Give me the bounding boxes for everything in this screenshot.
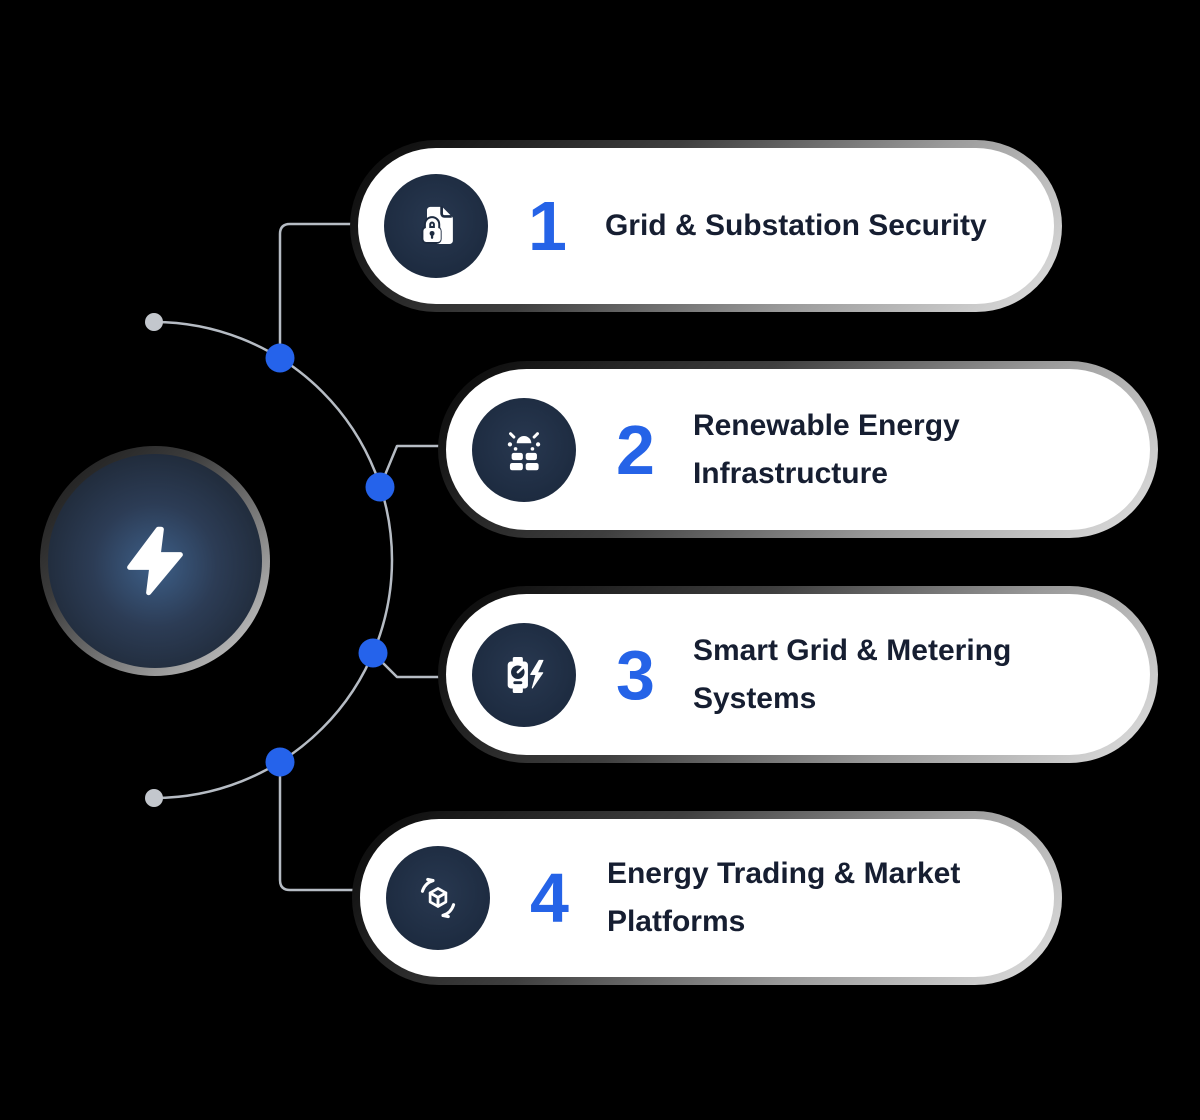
- node-dot-3: [358, 638, 388, 668]
- item-title: Grid & Substation Security: [604, 209, 987, 242]
- connector-line-4: [278, 762, 354, 892]
- node-dot-2: [365, 472, 395, 502]
- orbit-arc: [153, 320, 394, 800]
- item-number: 1: [528, 187, 567, 265]
- item-card-4-face: 4 Energy Trading & Market Platforms: [360, 819, 1054, 977]
- arc-endpoint-dot-top: [145, 313, 163, 331]
- item-number: 3: [616, 635, 655, 714]
- arc-endpoint-dot-bottom: [145, 789, 163, 807]
- item-2-icon-badge: [472, 397, 576, 502]
- connector-line-2: [378, 444, 440, 488]
- item-title: Energy Trading & Market Platforms: [606, 857, 961, 938]
- solar-panel-icon: [507, 431, 541, 470]
- center-node-face: [48, 454, 262, 668]
- center-node: [40, 446, 270, 676]
- item-number: 2: [616, 410, 655, 489]
- item-1-icon-badge: [384, 174, 488, 278]
- smart-meter-icon: [507, 656, 544, 693]
- item-card-2-face: 2 Renewable Energy Infrastructure: [446, 369, 1150, 530]
- item-card-3-face: 3 Smart Grid & Metering Systems: [446, 594, 1150, 755]
- node-dot-4: [265, 747, 295, 777]
- item-title: Smart Grid & Metering Systems: [692, 633, 1012, 715]
- item-card-3: 3 Smart Grid & Metering Systems: [438, 586, 1158, 763]
- item-4-icon-badge: [386, 846, 490, 950]
- connector-line-1: [278, 222, 352, 358]
- item-title: Renewable Energy Infrastructure: [692, 408, 960, 490]
- trading-cube-icon: [420, 877, 456, 919]
- item-card-2: 2 Renewable Energy Infrastructure: [438, 361, 1158, 538]
- lightning-bolt-icon: [127, 526, 183, 596]
- item-card-1-face: 1 Grid & Substation Security: [358, 148, 1054, 304]
- secure-document-icon: [421, 206, 453, 244]
- item-number: 4: [530, 859, 569, 937]
- node-dot-1: [265, 343, 295, 373]
- item-card-1: 1 Grid & Substation Security: [350, 140, 1062, 312]
- item-3-icon-badge: [472, 622, 576, 727]
- item-card-4: 4 Energy Trading & Market Platforms: [352, 811, 1062, 985]
